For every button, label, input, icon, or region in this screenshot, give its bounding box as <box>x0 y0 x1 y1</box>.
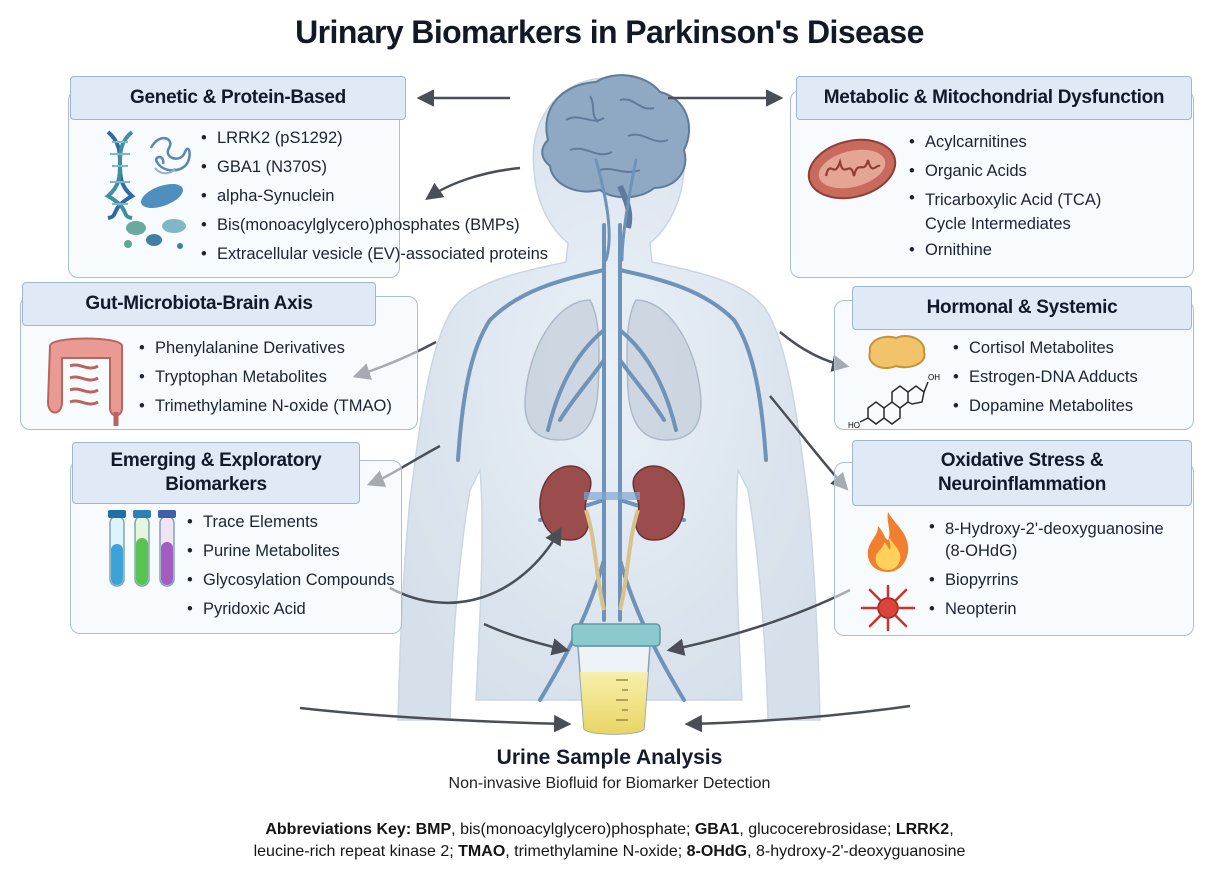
list-item: Biopyrrins <box>928 566 1164 595</box>
panel-emerging-heading: Emerging & Exploratory Biomarkers <box>72 442 360 504</box>
list-item: LRRK2 (pS1292) <box>200 124 548 153</box>
steroid-oh-label: OH <box>928 373 940 382</box>
list-item-line: (8-OHdG) <box>945 542 1018 560</box>
abbreviations-line-1: Abbreviations Key: BMP, bis(monoacylglyc… <box>0 819 1219 841</box>
test-tubes-icon <box>108 510 176 587</box>
panel-genetic-heading: Genetic & Protein-Based <box>70 76 406 120</box>
list-item: Acylcarnitines <box>908 128 1101 157</box>
page-title: Urinary Biomarkers in Parkinson's Diseas… <box>295 14 924 50</box>
metabolic-list: Acylcarnitines Organic Acids Tricarboxyl… <box>908 128 1101 265</box>
abbr-def: , glucocerebrosidase; <box>739 821 896 838</box>
abbr-def: , 8-hydroxy-2'-deoxyguanosine <box>747 843 966 860</box>
list-item: Cortisol Metabolites <box>952 334 1138 363</box>
list-item: Estrogen-DNA Adducts <box>952 363 1138 392</box>
list-item: Glycosylation Compounds <box>186 566 395 595</box>
steroid-ho-label: HO <box>848 421 860 430</box>
list-item-line: Cycle Intermediates <box>925 215 1071 233</box>
list-item: Pyridoxic Acid <box>186 595 395 624</box>
protein-icon <box>149 137 191 175</box>
oxidative-list: 8-Hydroxy-2'-deoxyguanosine (8-OHdG) Bio… <box>928 516 1164 624</box>
bacteria-icon <box>124 183 186 249</box>
panel-oxidative-heading: Oxidative Stress & Neuroinflammation <box>852 440 1192 506</box>
list-item: Extracellular vesicle (EV)-associated pr… <box>200 240 548 269</box>
mitochondrion-icon <box>807 138 897 200</box>
panel-gut-heading: Gut-Microbiota-Brain Axis <box>22 282 376 326</box>
panel-emerging-heading-line2: Biomarkers <box>165 474 267 495</box>
abbr-def: leucine-rich repeat kinase 2; <box>253 843 459 860</box>
urine-sample-title: Urine Sample Analysis <box>496 746 723 769</box>
intestine-icon <box>46 337 123 426</box>
fire-icon <box>867 512 909 572</box>
brain-icon <box>541 74 691 229</box>
panel-emerging-heading-line1: Emerging & Exploratory <box>110 450 322 471</box>
lungs-icon <box>524 299 702 441</box>
list-item: Ornithine <box>908 236 1101 265</box>
urine-sample-subtitle: Non-invasive Biofluid for Biomarker Dete… <box>448 775 771 792</box>
list-item: GBA1 (N370S) <box>200 153 548 182</box>
list-item: Organic Acids <box>908 157 1101 186</box>
abbr-term: GBA1 <box>694 821 740 838</box>
list-item: Trimethylamine N-oxide (TMAO) <box>138 392 392 421</box>
list-item-line: 8-Hydroxy-2'-deoxyguanosine <box>945 520 1164 538</box>
adrenal-gland-icon <box>868 334 926 370</box>
abbr-term: 8-OHdG <box>686 843 748 860</box>
list-item: alpha-Synuclein <box>200 182 548 211</box>
panel-hormonal-heading: Hormonal & Systemic <box>852 286 1192 330</box>
list-item: Dopamine Metabolites <box>952 392 1138 421</box>
gut-list: Phenylalanine Derivatives Tryptophan Met… <box>138 334 392 421</box>
list-item: Purine Metabolites <box>186 537 395 566</box>
dna-icon <box>104 130 136 220</box>
steroid-molecule-icon: OH HO <box>848 373 940 430</box>
panel-metabolic-heading: Metabolic & Mitochondrial Dysfunction <box>796 76 1192 120</box>
hormonal-list: Cortisol Metabolites Estrogen-DNA Adduct… <box>952 334 1138 421</box>
list-item: Bis(monoacylglycero)phosphates (BMPs) <box>200 211 548 240</box>
genetic-list: LRRK2 (pS1292) GBA1 (N370S) alpha-Synucl… <box>200 124 548 269</box>
list-item: Trace Elements <box>186 508 395 537</box>
urine-cup-icon <box>571 623 661 735</box>
kidney-icon <box>539 465 685 611</box>
abbr-term: LRRK2 <box>895 821 950 838</box>
abbreviations-key: Abbreviations Key: BMP, bis(monoacylglyc… <box>0 819 1219 863</box>
abbr-def: , bis(monoacylglycero)phosphate; <box>451 821 695 838</box>
microglia-icon <box>860 584 916 632</box>
list-item: Phenylalanine Derivatives <box>138 334 392 363</box>
abbreviations-label: Abbreviations Key: <box>265 821 412 838</box>
abbr-def: , <box>949 821 954 838</box>
panel-oxidative-heading-line2: Neuroinflammation <box>937 474 1107 495</box>
list-item: 8-Hydroxy-2'-deoxyguanosine (8-OHdG) <box>928 516 1164 566</box>
abbr-term: TMAO <box>458 843 506 860</box>
emerging-list: Trace Elements Purine Metabolites Glycos… <box>186 508 395 624</box>
list-item: Tricarboxylic Acid (TCA) Cycle Intermedi… <box>908 186 1101 236</box>
panel-oxidative-heading-line1: Oxidative Stress & <box>940 450 1104 471</box>
list-item: Tryptophan Metabolites <box>138 363 392 392</box>
list-item: Neopterin <box>928 595 1164 624</box>
list-item-line: Tricarboxylic Acid (TCA) <box>925 191 1102 209</box>
abbreviations-line-2: leucine-rich repeat kinase 2; TMAO, trim… <box>0 841 1219 863</box>
abbr-def: , trimethylamine N-oxide; <box>505 843 687 860</box>
abbr-term: BMP <box>415 821 452 838</box>
